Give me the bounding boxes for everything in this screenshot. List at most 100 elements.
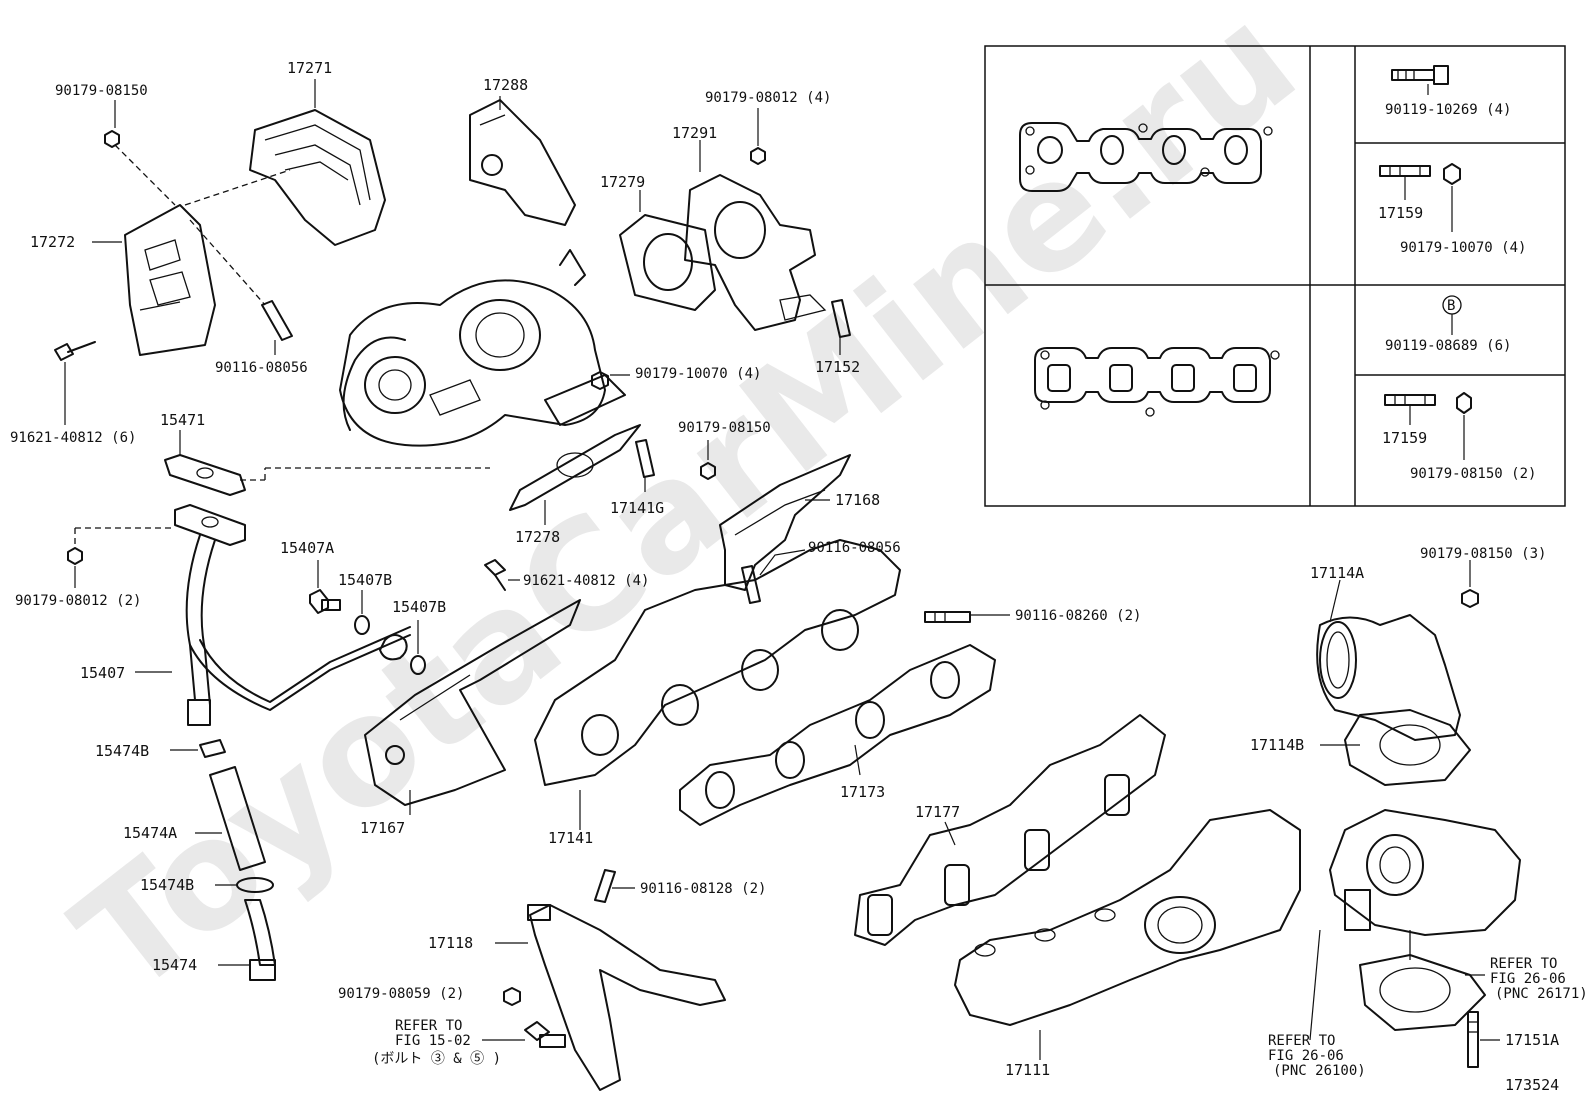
label-17118: 17118 xyxy=(428,934,473,952)
gasket-inset-table: 90119-10269 (4) 17159 90179-10070 (4) B … xyxy=(984,45,1566,507)
label-17151A: 17151A xyxy=(1505,1031,1559,1049)
heat-shield-17271 xyxy=(249,109,386,246)
nut-90179-08150-mid xyxy=(700,462,716,480)
label-17173: 17173 xyxy=(840,783,885,801)
label-15474A: 15474A xyxy=(123,824,177,842)
throttle-body xyxy=(1309,809,1521,1041)
bolt-91621-40812-4 xyxy=(484,559,520,591)
label-90179-08150-inset: 90179-08150 (2) xyxy=(1410,466,1536,482)
label-17167: 17167 xyxy=(360,819,405,837)
oil-pipe-15407 xyxy=(135,504,411,726)
label-90116-08056-a: 90116-08056 xyxy=(215,360,308,376)
label-90119-10269: 90119-10269 (4) xyxy=(1385,102,1511,118)
label-90179-08150-mid: 90179-08150 xyxy=(678,420,771,436)
label-91621-40812-4: 91621-40812 (4) xyxy=(523,573,649,589)
heat-shield-17272 xyxy=(124,204,216,356)
washer-15407B-b xyxy=(410,655,426,675)
label-90119-08689: 90119-08689 (6) xyxy=(1385,338,1511,354)
stud-90116-08260 xyxy=(924,611,1010,623)
label-refer-fig15-line2: FIG 15-02 xyxy=(395,1033,471,1049)
label-17152: 17152 xyxy=(815,358,860,376)
pipe-15474 xyxy=(218,899,276,981)
label-15474B-b: 15474B xyxy=(140,876,194,894)
gasket-17177 xyxy=(854,714,1166,946)
label-17114A: 17114A xyxy=(1310,564,1364,582)
label-90179-10070-4: 90179-10070 (4) xyxy=(635,366,761,382)
nut-90179-08059-2 xyxy=(503,987,521,1006)
nut-90179-08150-3 xyxy=(1461,589,1479,608)
intake-manifold-17111 xyxy=(954,809,1301,1060)
label-17159-b: 17159 xyxy=(1382,429,1427,447)
label-90179-10070-inset: 90179-10070 (4) xyxy=(1400,240,1526,256)
stud-17151A xyxy=(1467,1011,1500,1068)
intake-elbow-17114A xyxy=(1316,579,1461,741)
gasket-15471 xyxy=(164,430,246,496)
label-15471: 15471 xyxy=(160,411,205,429)
exhaust-gasket-round-ports xyxy=(1019,122,1273,192)
stud-90116-08128 xyxy=(594,869,635,903)
exhaust-manifold-17141 xyxy=(534,539,901,830)
label-15407A: 15407A xyxy=(280,539,334,557)
stud-17159-top xyxy=(1379,163,1461,232)
union-bolt-15407A xyxy=(309,560,341,614)
label-90179-08150-3: 90179-08150 (3) xyxy=(1420,546,1546,562)
marker-b: B xyxy=(1447,298,1455,314)
label-refer-fig26-right-line3: (PNC 26171) xyxy=(1495,986,1588,1002)
heat-insulator-17168 xyxy=(719,454,851,591)
stud-90116-08056-left xyxy=(261,300,293,355)
label-15474B-a: 15474B xyxy=(95,742,149,760)
label-refer-fig26-right-line2: FIG 26-06 xyxy=(1490,971,1566,987)
figure-number: 173524 xyxy=(1505,1076,1559,1094)
label-90179-08012-4: 90179-08012 (4) xyxy=(705,90,831,106)
label-90179-08059-2: 90179-08059 (2) xyxy=(338,986,464,1002)
gasket-17173 xyxy=(679,644,996,826)
nut-90179-08012-2 xyxy=(67,547,83,565)
label-17111: 17111 xyxy=(1005,1061,1050,1079)
intake-gasket-square-ports xyxy=(1034,347,1280,417)
label-17291: 17291 xyxy=(672,124,717,142)
label-15474: 15474 xyxy=(152,956,197,974)
label-15407B-a: 15407B xyxy=(338,571,392,589)
label-refer-fig26-right-line1: REFER TO xyxy=(1490,956,1557,972)
washer-15407B-a xyxy=(354,615,370,635)
label-90116-08128-2: 90116-08128 (2) xyxy=(640,881,766,897)
label-90179-08012-2: 90179-08012 (2) xyxy=(15,593,141,609)
label-90116-08260-2: 90116-08260 (2) xyxy=(1015,608,1141,624)
stud-17152 xyxy=(831,299,851,355)
watermark: ToyotaCarMine.ru xyxy=(45,0,1327,1028)
label-refer-fig26-bottom-line3: (PNC 26100) xyxy=(1273,1063,1366,1079)
label-17141: 17141 xyxy=(548,829,593,847)
bolt-91621-40812-6 xyxy=(54,341,96,425)
label-17272: 17272 xyxy=(30,233,75,251)
heat-insulator-17288 xyxy=(469,99,576,226)
hose-15474A xyxy=(195,766,266,871)
stud-17141G xyxy=(635,439,655,492)
label-15407B-b: 15407B xyxy=(392,598,446,616)
gasket-17114B xyxy=(1320,709,1471,786)
label-refer-fig15-line1: REFER TO xyxy=(395,1018,462,1034)
clamp-15474B-bottom xyxy=(215,877,274,893)
label-17159-a: 17159 xyxy=(1378,204,1423,222)
nut-90179-08150-top xyxy=(104,130,120,148)
label-refer-fig26-bottom-line2: FIG 26-06 xyxy=(1268,1048,1344,1064)
label-17114B: 17114B xyxy=(1250,736,1304,754)
throttle-body-gasket xyxy=(1359,954,1486,1031)
label-15407: 15407 xyxy=(80,664,125,682)
stud-17159-bottom xyxy=(1384,392,1472,460)
bolt-refer-fig-15-02 xyxy=(482,1021,566,1048)
stud-90116-08056-center xyxy=(741,549,806,604)
gasket-17279 xyxy=(619,214,716,311)
nut-90179-10070-4 xyxy=(591,371,609,390)
label-17177: 17177 xyxy=(915,803,960,821)
turbine-outlet-elbow-17291 xyxy=(684,174,827,331)
label-17168: 17168 xyxy=(835,491,880,509)
label-17271: 17271 xyxy=(287,59,332,77)
nut-90179-08012-4 xyxy=(750,147,766,165)
bracket-17118 xyxy=(495,904,726,1091)
label-90179-08150-top: 90179-08150 xyxy=(55,83,148,99)
gasket-17278 xyxy=(509,424,641,525)
clamp-15474B-top xyxy=(170,739,226,758)
bolt-90119-10269 xyxy=(1391,65,1449,95)
turbocharger-assembly xyxy=(339,249,626,447)
